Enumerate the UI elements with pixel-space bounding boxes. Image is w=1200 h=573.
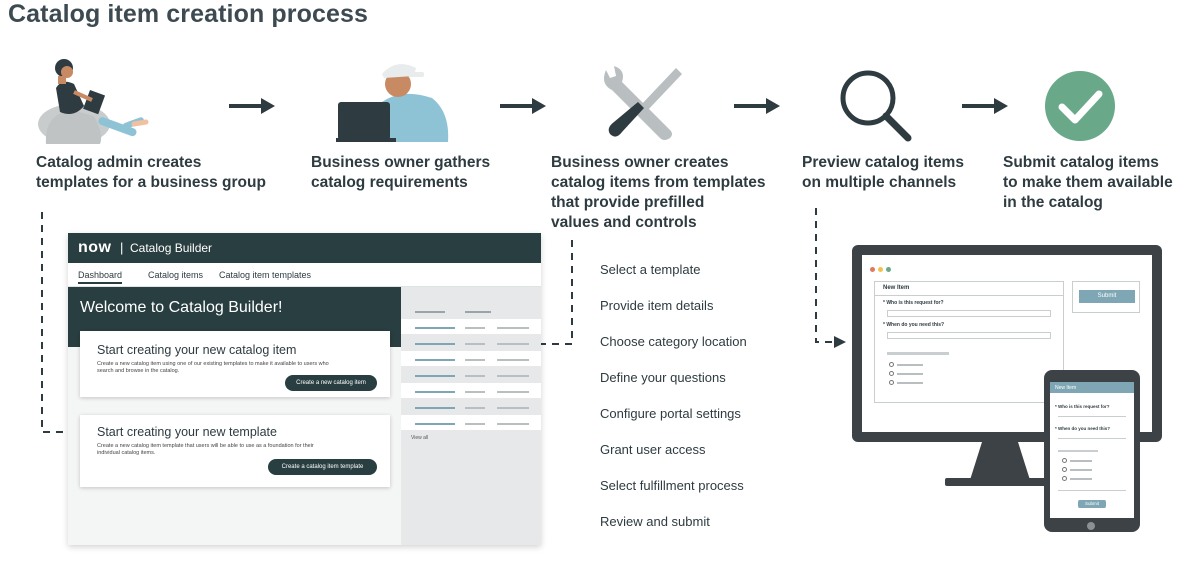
- need-by-input[interactable]: [887, 332, 1051, 339]
- checklist-item: Choose category location: [600, 334, 747, 349]
- app-topbar: now | Catalog Builder: [68, 233, 541, 263]
- monitor-stand: [970, 442, 1030, 480]
- checklist-item: Provide item details: [600, 298, 714, 313]
- side-list-panel: View all: [401, 287, 541, 545]
- card-description: Create a new catalog item template that …: [97, 443, 314, 456]
- card-description: Create a new catalog item using one of o…: [97, 361, 329, 374]
- phone-form-title: New Item: [1050, 382, 1134, 393]
- radio-option[interactable]: [889, 362, 894, 367]
- submit-button[interactable]: Submit: [1079, 290, 1135, 303]
- radio-option[interactable]: [889, 380, 894, 385]
- tab-catalog-items[interactable]: Catalog items: [148, 270, 204, 280]
- create-template-card: Start creating your new template Create …: [80, 415, 390, 487]
- magnifier-icon: [840, 70, 912, 142]
- phone-screen: New Item * Who is this request for? * Wh…: [1050, 382, 1134, 518]
- tab-dashboard[interactable]: Dashboard: [78, 270, 123, 284]
- view-all-link[interactable]: View all: [411, 435, 429, 441]
- step-3-label: Business owner creates catalog items fro…: [551, 154, 766, 231]
- step-4-label: Preview catalog items on multiple channe…: [802, 154, 964, 191]
- welcome-text: Welcome to Catalog Builder!: [80, 299, 283, 316]
- form-title: New Item: [875, 282, 1063, 296]
- app-name: Catalog Builder: [130, 241, 213, 255]
- card-title: Start creating your new template: [97, 425, 277, 439]
- create-catalog-item-button[interactable]: Create a new catalog item: [285, 375, 377, 391]
- card-title: Start creating your new catalog item: [97, 343, 297, 357]
- radio-option[interactable]: [1062, 476, 1067, 481]
- flow-arrow-2: [500, 98, 546, 114]
- tab-bar: Dashboard Catalog items Catalog item tem…: [68, 263, 541, 287]
- flow-arrow-3: [734, 98, 780, 114]
- checklist-item: Select fulfillment process: [600, 478, 744, 493]
- person-computer-icon: [336, 64, 449, 142]
- checklist-item: Define your questions: [600, 370, 726, 385]
- radio-option[interactable]: [1062, 467, 1067, 472]
- person-laptop-icon: [38, 59, 149, 144]
- checklist-item: Grant user access: [600, 442, 706, 457]
- question-label: * Who is this request for?: [1055, 404, 1110, 409]
- radio-option[interactable]: [1062, 458, 1067, 463]
- page-title: Catalog item creation process: [8, 0, 368, 28]
- desktop-monitor: New Item * Who is this request for? * Wh…: [852, 245, 1162, 442]
- checklist-item: Select a template: [600, 262, 701, 277]
- list-row[interactable]: [401, 415, 541, 430]
- mobile-phone: New Item * Who is this request for? * Wh…: [1044, 370, 1140, 532]
- create-catalog-item-template-button[interactable]: Create a catalog item template: [268, 459, 377, 475]
- new-item-form: New Item * Who is this request for? * Wh…: [874, 281, 1064, 403]
- window-dot-icon: [878, 267, 883, 272]
- list-row[interactable]: [401, 319, 541, 334]
- question-label: * When do you need this?: [1055, 426, 1110, 431]
- request-for-input[interactable]: [887, 310, 1051, 317]
- checklist-item: Configure portal settings: [600, 406, 741, 421]
- connector-preview-to-monitor: [815, 208, 846, 348]
- list-row[interactable]: [401, 351, 541, 366]
- title-separator: |: [120, 240, 124, 255]
- list-row[interactable]: [401, 383, 541, 398]
- submit-panel: Submit: [1072, 281, 1140, 313]
- create-item-card: Start creating your new catalog item Cre…: [80, 331, 390, 397]
- tab-catalog-item-templates[interactable]: Catalog item templates: [219, 270, 312, 280]
- radio-option[interactable]: [889, 371, 894, 376]
- checklist-item: Review and submit: [600, 514, 710, 529]
- window-dot-icon: [870, 267, 875, 272]
- flow-arrow-4: [962, 98, 1008, 114]
- wrench-screwdriver-icon: [604, 66, 682, 140]
- step-2-label: Business owner gathers catalog requireme…: [311, 154, 491, 191]
- step-5-label: Submit catalog items to make them availa…: [1003, 154, 1173, 211]
- question-label: * Who is this request for?: [883, 300, 944, 306]
- window-dot-icon: [886, 267, 891, 272]
- catalog-builder-window: now | Catalog Builder Dashboard Catalog …: [68, 233, 541, 545]
- flow-arrow-1: [229, 98, 275, 114]
- now-logo: now: [78, 239, 112, 256]
- step-1-label: Catalog admin creates templates for a bu…: [36, 154, 266, 191]
- phone-home-button: [1087, 522, 1095, 530]
- check-circle-icon: [1045, 71, 1115, 141]
- question-label: * When do you need this?: [883, 322, 945, 328]
- phone-submit-button[interactable]: Submit: [1078, 500, 1106, 508]
- monitor-base: [945, 478, 1055, 486]
